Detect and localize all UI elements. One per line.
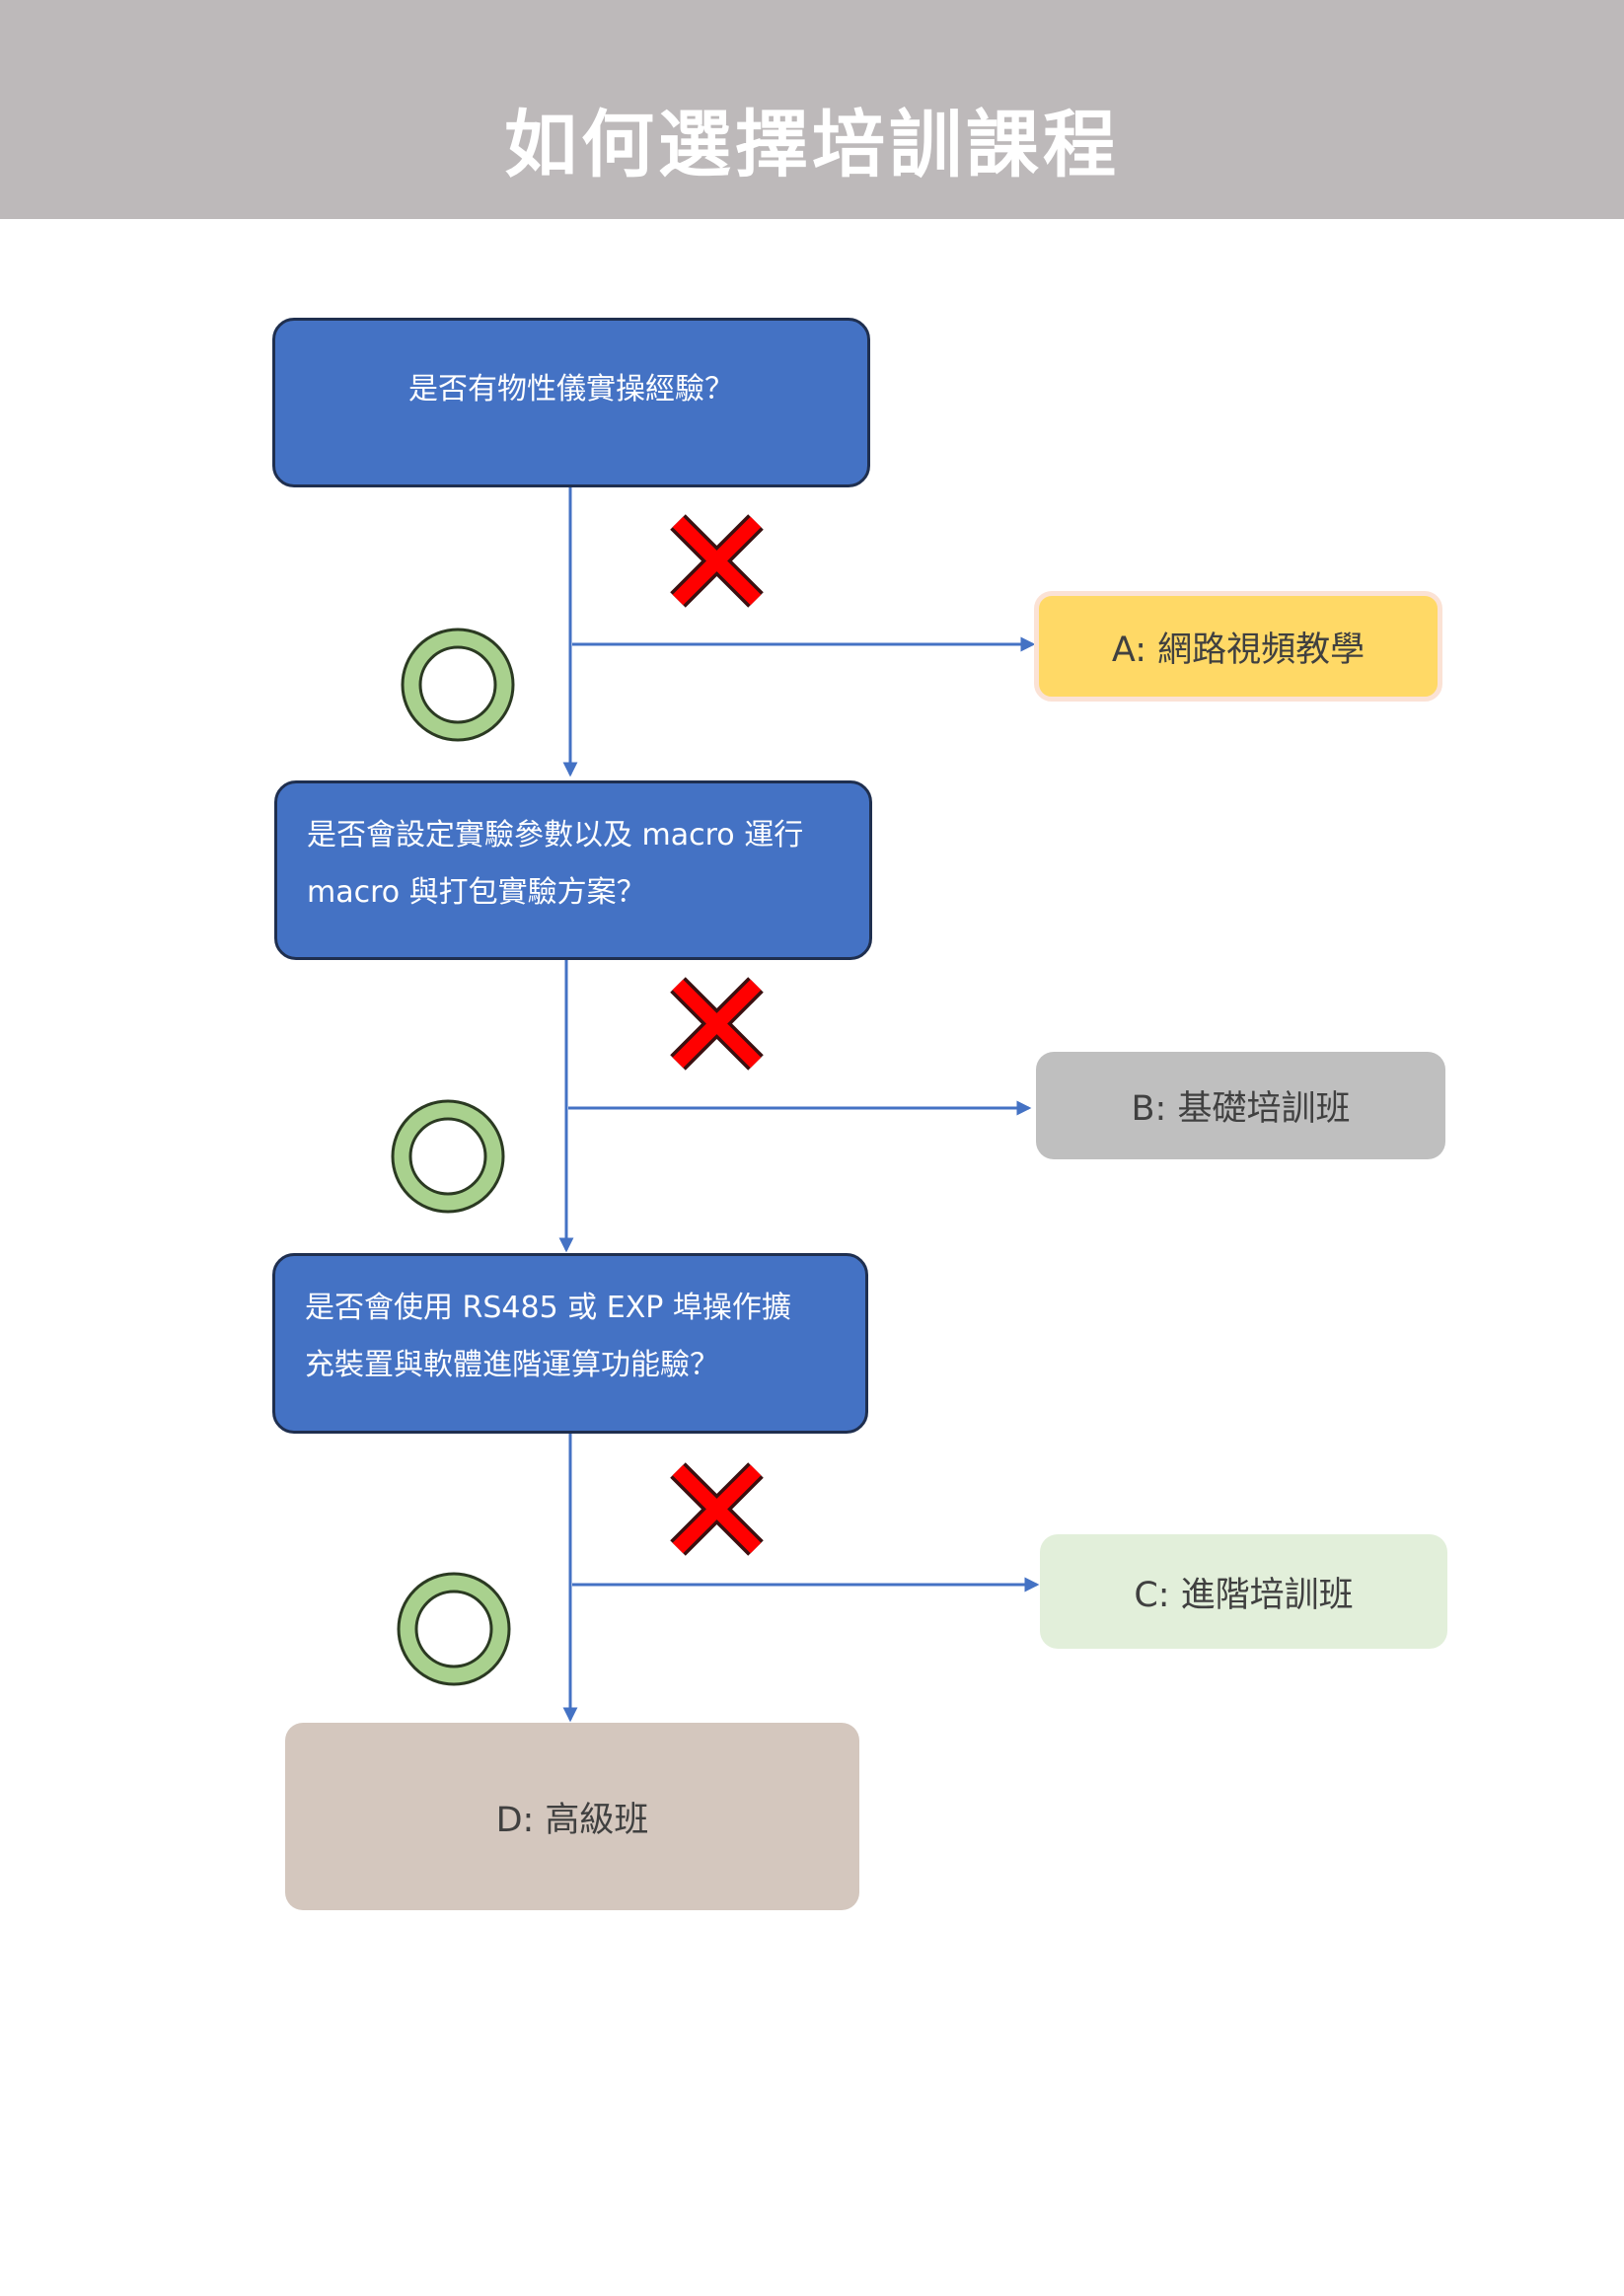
- question-3-line-2: 充裝置與軟體進階運算功能驗？: [305, 1348, 719, 1382]
- page-title: 如何選擇培訓課程: [504, 103, 1120, 187]
- red-x-icon: [670, 977, 764, 1071]
- green-circle-icon: [397, 1572, 511, 1686]
- question-box-2: 是否會設定實驗參數以及 macro 運行 macro 與打包實驗方案？: [274, 780, 872, 960]
- red-x-icon: [670, 514, 764, 608]
- question-3-line-1: 是否會使用 RS485 或 EXP 埠操作擴: [305, 1291, 791, 1325]
- result-b-box: B: 基礎培訓班: [1036, 1052, 1445, 1159]
- header-bar: [0, 0, 1624, 219]
- green-circle-icon: [391, 1099, 505, 1214]
- result-a-box: A: 網路視頻教學: [1034, 591, 1442, 702]
- result-c-label: C: 進階培訓班: [1134, 1575, 1354, 1615]
- result-c-box: C: 進階培訓班: [1040, 1534, 1447, 1649]
- result-d-box: D: 高級班: [285, 1723, 859, 1910]
- result-a-label: A: 網路視頻教學: [1111, 630, 1366, 670]
- question-2-line-2: macro 與打包實驗方案？: [307, 875, 646, 910]
- question-box-3: 是否會使用 RS485 或 EXP 埠操作擴 充裝置與軟體進階運算功能驗？: [272, 1253, 868, 1434]
- result-d-label: D: 高級班: [495, 1800, 649, 1840]
- question-2-line-1: 是否會設定實驗參數以及 macro 運行: [307, 818, 804, 852]
- question-box-1: 是否有物性儀實操經驗？: [272, 318, 870, 487]
- green-circle-icon: [401, 628, 515, 742]
- question-1-text: 是否有物性儀實操經驗？: [408, 372, 734, 407]
- result-b-label: B: 基礎培訓班: [1131, 1089, 1351, 1129]
- red-x-icon: [670, 1462, 764, 1556]
